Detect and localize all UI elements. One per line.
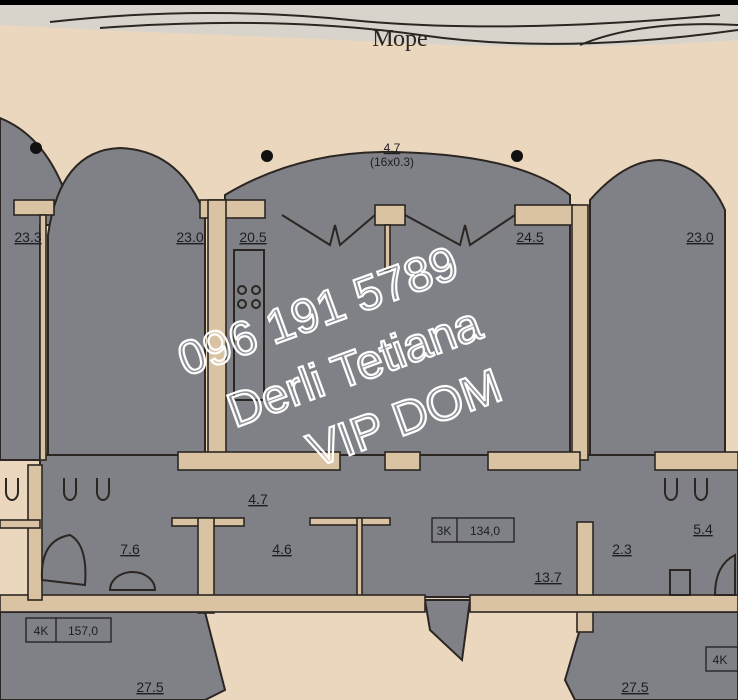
stove-icon [237, 285, 261, 309]
column-icon [30, 142, 42, 154]
toilet-icon [5, 478, 19, 501]
room-area-label: 20.5 [239, 229, 266, 245]
toilet-icon [694, 478, 708, 501]
washing-machine-icon [669, 569, 691, 596]
toilet-icon [664, 478, 678, 501]
window-icon [281, 214, 376, 247]
unit-area: 157,0 [68, 624, 98, 638]
toilet-icon [96, 478, 110, 501]
room-bedroom-left [47, 146, 206, 462]
sea-area: Море [0, 5, 738, 52]
balcony-dimensions: (16x0.3) [370, 155, 414, 169]
room-area-label: 7.6 [120, 541, 140, 557]
room-area-label: 24.5 [516, 229, 543, 245]
unit-badge-4k: 4K 157,0 [25, 617, 112, 643]
unit-type: 4K [713, 653, 728, 667]
top-border [0, 0, 738, 5]
fixtures [5, 142, 736, 596]
room-living-kitchen [224, 150, 571, 456]
bathtub-icon [713, 553, 736, 596]
entrance-door [423, 599, 472, 663]
column-icon [511, 150, 523, 162]
room-area-label: 4.7 [384, 141, 401, 155]
sink-icon [108, 571, 157, 591]
room-area-label: 13.7 [534, 569, 561, 585]
room-area-label: 4.7 [248, 491, 268, 507]
sea-label: Море [372, 26, 427, 52]
room-area-label: 5.4 [693, 521, 713, 537]
room-area-label: 27.5 [621, 679, 648, 695]
walls [0, 199, 738, 633]
unit-type: 3K [437, 524, 452, 538]
room-bedroom-right [589, 158, 726, 456]
room-area-label: 27.5 [136, 679, 163, 695]
toilet-icon [63, 478, 77, 501]
bathtub-icon [40, 533, 87, 587]
room-area-label: 4.6 [272, 541, 292, 557]
unit-badge-4k-right: 4K [705, 646, 738, 672]
kitchen-counter-icon [233, 249, 265, 401]
room-area-label: 23.0 [176, 229, 203, 245]
unit-area: 134,0 [470, 524, 500, 538]
window-icon [404, 214, 516, 247]
room-area-label: 23.3 [14, 229, 41, 245]
column-icon [261, 150, 273, 162]
unit-type: 4K [34, 624, 49, 638]
room-area-label: 23.0 [686, 229, 713, 245]
unit-badge-3k: 3K 134,0 [431, 517, 515, 543]
room-corridor [39, 454, 738, 598]
room-area-label: 2.3 [612, 541, 632, 557]
